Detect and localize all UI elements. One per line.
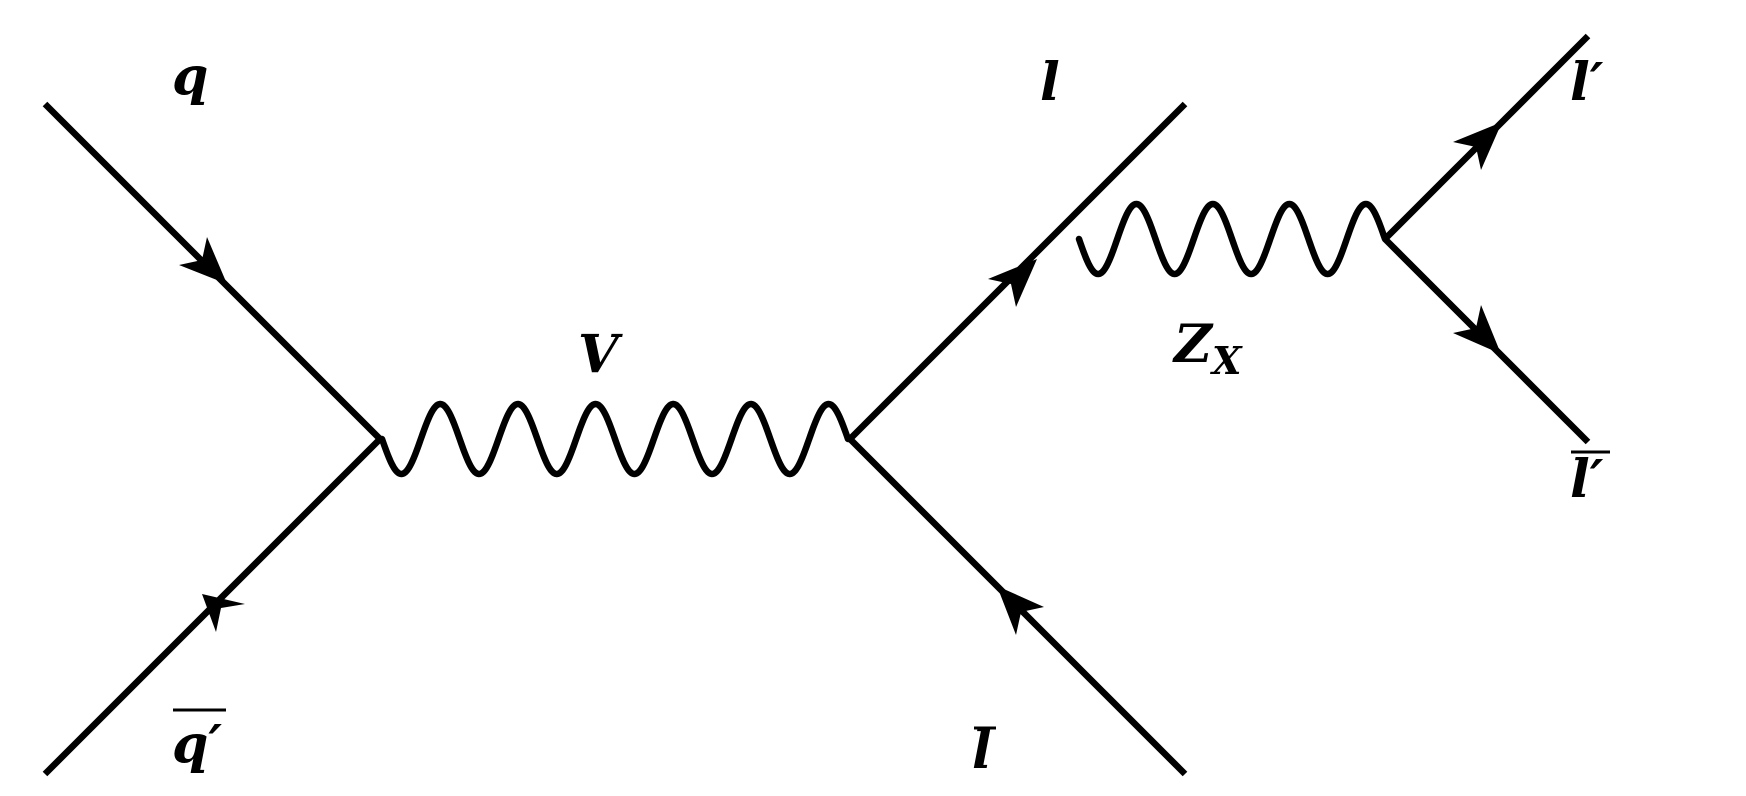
vector-boson-propagator xyxy=(378,400,852,478)
label-zx: ZX xyxy=(1172,314,1243,383)
zx-boson-propagator xyxy=(1075,200,1389,278)
label-l-prime-bar: l′ xyxy=(1570,449,1604,510)
label-v: V xyxy=(578,324,623,385)
label-q: q xyxy=(172,46,208,107)
antiquark-arrow-icon xyxy=(202,594,245,632)
lepton-prime-arrow-icon xyxy=(1453,122,1502,170)
label-l: l xyxy=(1040,52,1060,113)
label-zx-subscript: X xyxy=(1210,338,1243,383)
label-l-prime: l′ xyxy=(1570,52,1604,113)
label-q-bar: q′ xyxy=(172,714,222,775)
lepton-arrow-icon xyxy=(988,259,1037,307)
antilepton-arrow-icon xyxy=(997,586,1044,635)
antilepton-prime-arrow-icon xyxy=(1453,305,1501,354)
label-l-bar: l xyxy=(972,720,992,781)
quark-arrow-icon xyxy=(179,237,227,284)
